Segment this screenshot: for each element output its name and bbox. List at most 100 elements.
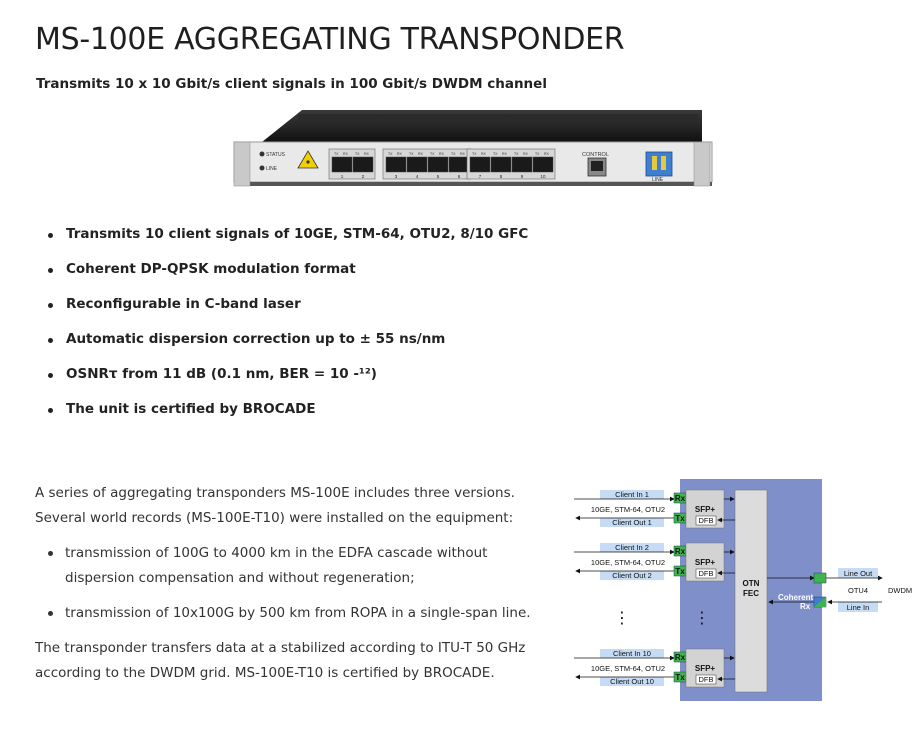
protocols-label-bg [580, 662, 676, 674]
tx-label: Tx [675, 567, 685, 576]
protocols-label: 10GE, STM-64, OTU2 [591, 505, 665, 514]
client-in-label-bg [600, 490, 664, 499]
port-number: 9 [521, 174, 524, 179]
port-tx-label: TX [334, 152, 339, 156]
dfb-label: DFB [699, 675, 714, 684]
dfb-label: DFB [699, 516, 714, 525]
port-tx-label: TX [514, 152, 519, 156]
line-led-label: LINE [266, 166, 278, 172]
client-out-label-bg [600, 518, 664, 527]
otn-label: OTN [743, 579, 760, 588]
protocols-label: 10GE, STM-64, OTU2 [591, 558, 665, 567]
port-rx-label: RX [481, 152, 487, 156]
description-intro: A series of aggregating transponders MS-… [35, 485, 515, 526]
client-port [352, 156, 374, 173]
sfp-label: SFP+ [695, 505, 716, 514]
port-number: 3 [395, 174, 398, 179]
feature-list: Transmits 10 client signals of 10GE, STM… [46, 226, 528, 436]
client-in-label: Client In 1 [615, 490, 649, 499]
client-in-label: Client In 10 [613, 649, 651, 658]
port-rx-label: RX [460, 152, 466, 156]
client-port [448, 156, 470, 173]
port-number: 8 [500, 174, 503, 179]
ellipsis-right: ⋮ [694, 608, 710, 627]
port-rx-label: RX [544, 152, 550, 156]
port-rx-label: RX [439, 152, 445, 156]
port-rx-label: RX [343, 152, 349, 156]
port-number: 6 [458, 174, 461, 179]
protocols-label-bg [580, 556, 676, 568]
page-subtitle: Transmits 10 x 10 Gbit/s client signals … [36, 76, 547, 92]
port-number: 5 [437, 174, 440, 179]
feature-item: The unit is certified by BROCADE [46, 401, 528, 436]
client-ports: TX RX 1 TX RX 2 TX RX 3 TX RX 4 TX RX 5 TX RX 6 TX RX 7 TX RX 8… [328, 148, 556, 180]
line-port-label: LINE [652, 177, 664, 183]
status-led [259, 151, 265, 157]
line-port [645, 151, 673, 177]
client-in-label-bg [600, 649, 664, 658]
port-number: 4 [416, 174, 419, 179]
dwdm-label: DWDM [888, 586, 912, 595]
description: A series of aggregating transponders MS-… [35, 481, 555, 686]
tx-label: Tx [675, 673, 685, 682]
protocols-label-bg [580, 503, 676, 515]
feature-item: Transmits 10 client signals of 10GE, STM… [46, 226, 528, 261]
rx-label: Rx [675, 494, 686, 503]
handle-left [233, 141, 251, 187]
port-tx-label: TX [472, 152, 477, 156]
rx-label: Rx [675, 547, 686, 556]
line-in-label: Line In [847, 603, 870, 612]
port-tx-label: TX [493, 152, 498, 156]
chassis-rail [298, 114, 698, 120]
client-port [532, 156, 554, 173]
port-number: 10 [540, 174, 546, 179]
client-out-label-bg [600, 571, 664, 580]
port-number: 2 [362, 174, 365, 179]
control-label: CONTROL [582, 152, 609, 158]
line-led [259, 165, 265, 171]
client-out-label: Client Out 10 [610, 677, 654, 686]
record-item: transmission of 100G to 4000 km in the E… [48, 541, 555, 591]
fec-label: FEC [743, 589, 759, 598]
port-tx-label: TX [355, 152, 360, 156]
port-number: 7 [479, 174, 482, 179]
client-in-label: Client In 2 [615, 543, 649, 552]
port-tx-label: TX [430, 152, 435, 156]
client-in-label-bg [600, 543, 664, 552]
port-rx-label: RX [397, 152, 403, 156]
panel-bottom [234, 182, 712, 186]
port-tx-label: TX [388, 152, 393, 156]
port-rx-label: RX [502, 152, 508, 156]
client-port [406, 156, 428, 173]
feature-item: Automatic dispersion correction up to ± … [46, 331, 528, 366]
port-tx-label: TX [409, 152, 414, 156]
feature-item: Reconfigurable in C-band laser [46, 296, 528, 331]
port-rx-label: RX [523, 152, 529, 156]
port-number: 1 [341, 174, 344, 179]
record-item: transmission of 10x100G by 500 km from R… [48, 601, 555, 626]
line-out-label-bg [838, 568, 878, 578]
port-rx-label: RX [418, 152, 424, 156]
protocols-label: 10GE, STM-64, OTU2 [591, 664, 665, 673]
client-out-label-bg [600, 677, 664, 686]
laser-warning-icon [297, 150, 319, 169]
sfp-label: SFP+ [695, 558, 716, 567]
dfb-label: DFB [699, 569, 714, 578]
client-port [490, 156, 512, 173]
page-title: MS-100E AGGREGATING TRANSPONDER [35, 22, 625, 57]
client-port [469, 156, 491, 173]
line-tx-port [813, 572, 827, 584]
dfb-block [695, 515, 717, 526]
client-out-label: Client Out 2 [612, 571, 652, 580]
ellipsis-left: ⋮ [614, 608, 630, 627]
dfb-block [695, 674, 717, 685]
client-port [331, 156, 353, 173]
otu4-label: OTU4 [848, 586, 868, 595]
feature-item: Coherent DP-QPSK modulation format [46, 261, 528, 296]
coherent-label: Coherent [778, 593, 813, 602]
